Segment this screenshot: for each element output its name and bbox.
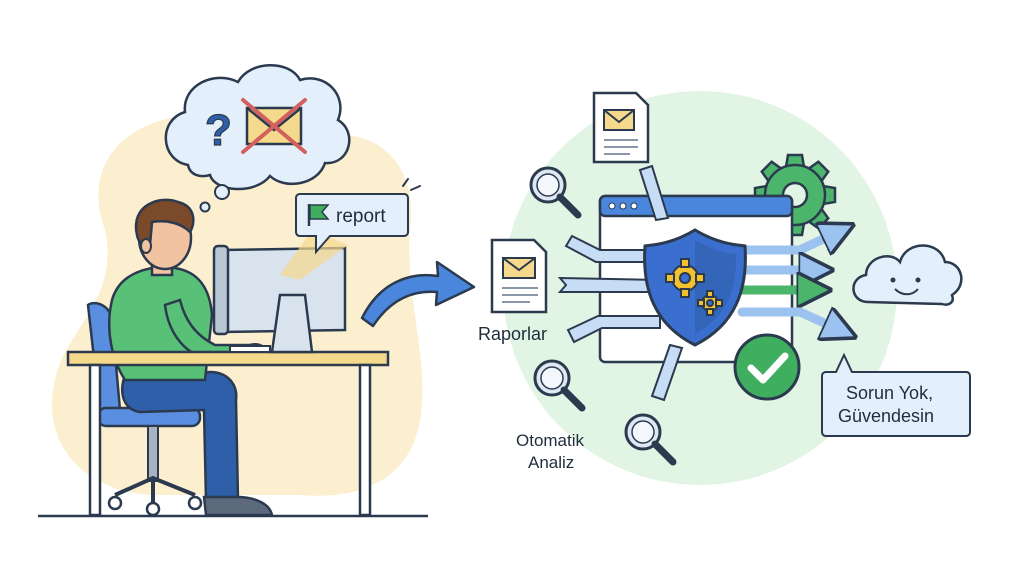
check-icon bbox=[733, 333, 801, 401]
flag-icon bbox=[307, 204, 330, 226]
result-callout bbox=[821, 352, 971, 437]
crossed-envelope-icon bbox=[241, 98, 307, 154]
raporlar-label: Raporlar bbox=[478, 324, 547, 344]
flow-arrow bbox=[360, 260, 476, 328]
cloud-icon bbox=[852, 244, 963, 306]
shield-icon bbox=[643, 228, 747, 347]
outgoing-data-streams bbox=[737, 230, 844, 332]
report-callout-highlight bbox=[280, 230, 348, 280]
desk bbox=[38, 350, 428, 518]
document-envelope-left bbox=[490, 238, 548, 314]
question-icon: ? bbox=[205, 106, 232, 155]
result-label-line2: Güvendesin bbox=[838, 406, 934, 426]
report-label: report bbox=[336, 206, 386, 227]
otomatik-label-line2: Analiz bbox=[528, 453, 574, 472]
spark-lines bbox=[402, 178, 421, 191]
otomatik-label-line1: Otomatik bbox=[516, 431, 585, 450]
document-envelope-top bbox=[592, 91, 650, 164]
result-label-line1: Sorun Yok, bbox=[846, 383, 933, 403]
